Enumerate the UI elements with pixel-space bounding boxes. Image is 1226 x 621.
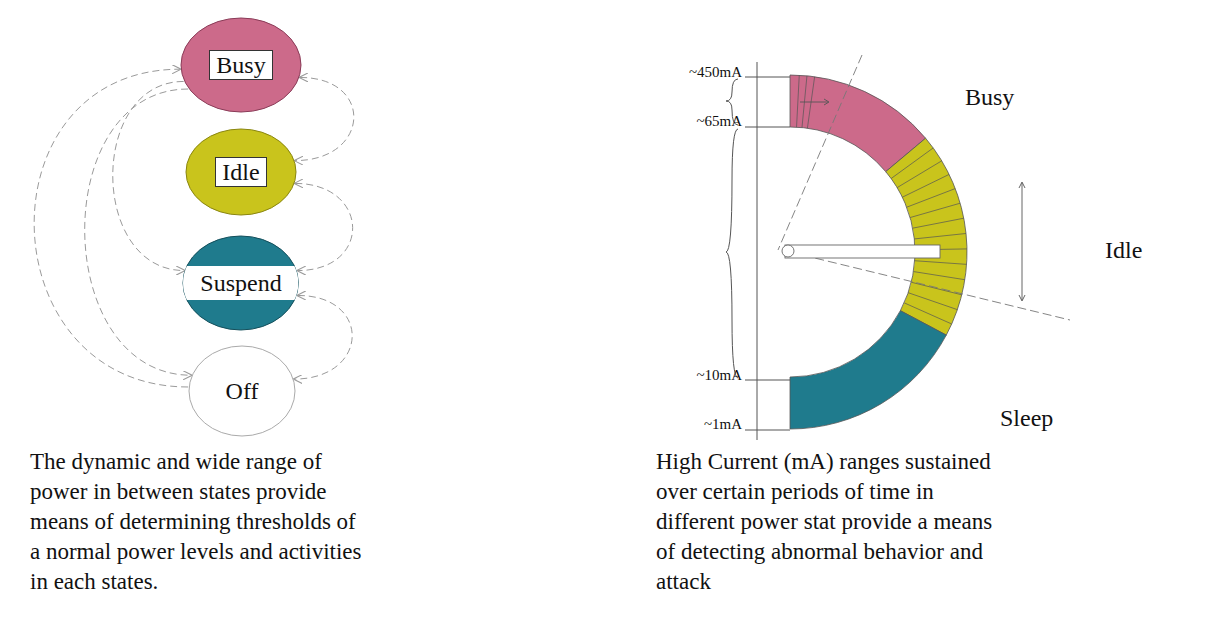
scale-tick (745, 77, 790, 78)
needle-bar (785, 245, 940, 258)
scale-value: ~65mA (696, 113, 742, 130)
scale-value: ~10mA (696, 367, 742, 384)
transition-arrow (295, 183, 353, 270)
range-brace (726, 129, 738, 378)
scale-value: ~1mA (704, 416, 742, 433)
band-hatching (797, 75, 967, 324)
scale-tick (745, 380, 790, 381)
transition-arrow (85, 89, 192, 375)
state-label: Suspend (194, 269, 287, 297)
sleep-band (790, 311, 946, 429)
transition-arrow (34, 69, 188, 387)
scale-value: ~450mA (689, 64, 742, 81)
state-circle: Suspend (182, 235, 299, 331)
scale-tick (745, 430, 790, 431)
guide-line (778, 55, 862, 250)
idle-band (886, 138, 967, 335)
state-circle: Off (188, 345, 296, 437)
dimension-arrow (1019, 182, 1025, 301)
band-label: Idle (1105, 237, 1142, 264)
state-label: Idle (215, 157, 266, 187)
dimension-arrow (800, 102, 828, 103)
band-label: Sleep (1000, 405, 1053, 432)
state-circle: Idle (185, 128, 297, 216)
band-label: Busy (965, 84, 1014, 111)
dimension-arrow (824, 99, 829, 105)
dimension-arrow (1022, 183, 1023, 300)
caption-text: The dynamic and wide range of power in b… (30, 447, 370, 597)
transition-arrow (295, 77, 354, 160)
scale-tick (745, 127, 790, 128)
state-label: Busy (209, 50, 272, 80)
caption-text: High Current (mA) ranges sustained over … (656, 447, 1001, 597)
needle-pivot (782, 245, 794, 257)
transition-arrow (294, 295, 352, 379)
transition-arrow (113, 81, 185, 270)
state-label: Off (220, 377, 265, 405)
guide-line (790, 252, 1070, 320)
scale-axis (757, 62, 758, 440)
state-circle: Busy (180, 17, 302, 113)
